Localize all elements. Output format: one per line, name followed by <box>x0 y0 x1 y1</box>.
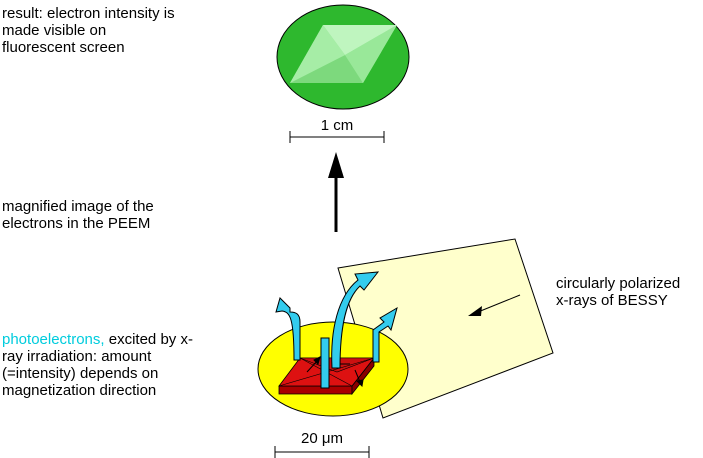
photoelectron-caption: photoelectrons, excited by x- ray irradi… <box>2 331 193 399</box>
electron-arrow-right <box>372 306 398 363</box>
xray-line-2: x-rays of BESSY <box>556 292 668 309</box>
photoelectrons-highlight: photoelectrons, <box>2 331 105 348</box>
magnified-line-2: electrons in the PEEM <box>2 215 151 232</box>
magnified-line-1: magnified image of the <box>2 198 154 215</box>
photo-line-1-rest: excited by x- <box>104 331 193 348</box>
photoelectron-arrows <box>275 271 398 389</box>
result-line-1: result: electron intensity is <box>2 5 175 22</box>
result-line-2: made visible on <box>2 22 107 39</box>
beam-direction-arrow <box>468 306 482 316</box>
photo-line-1: photoelectrons, excited by x- <box>2 331 193 348</box>
magnified-caption: magnified image of the electrons in the … <box>2 198 154 232</box>
electron-arrow-large <box>331 271 380 369</box>
photo-line-2: ray irradiation: amount <box>2 348 152 365</box>
xray-line-1: circularly polarized <box>556 275 681 292</box>
xray-caption: circularly polarized x-rays of BESSY <box>556 275 680 309</box>
top-scale-label: 1 cm <box>321 117 354 134</box>
result-line-3: fluorescent screen <box>2 39 125 56</box>
bottom-scale-bar <box>274 446 370 458</box>
bottom-scale-label: 20 μm <box>301 430 343 447</box>
electron-arrow-left <box>275 297 301 361</box>
top-scale-bar <box>289 131 385 143</box>
crystal-image <box>290 25 397 83</box>
photo-line-3: (=intensity) depends on <box>2 365 159 382</box>
beam-direction-line <box>477 294 521 313</box>
magnification-arrow <box>328 152 344 232</box>
electron-arrow-center <box>320 337 330 389</box>
result-caption: result: electron intensity is made visib… <box>2 5 175 56</box>
photo-line-4: magnetization direction <box>2 382 157 399</box>
